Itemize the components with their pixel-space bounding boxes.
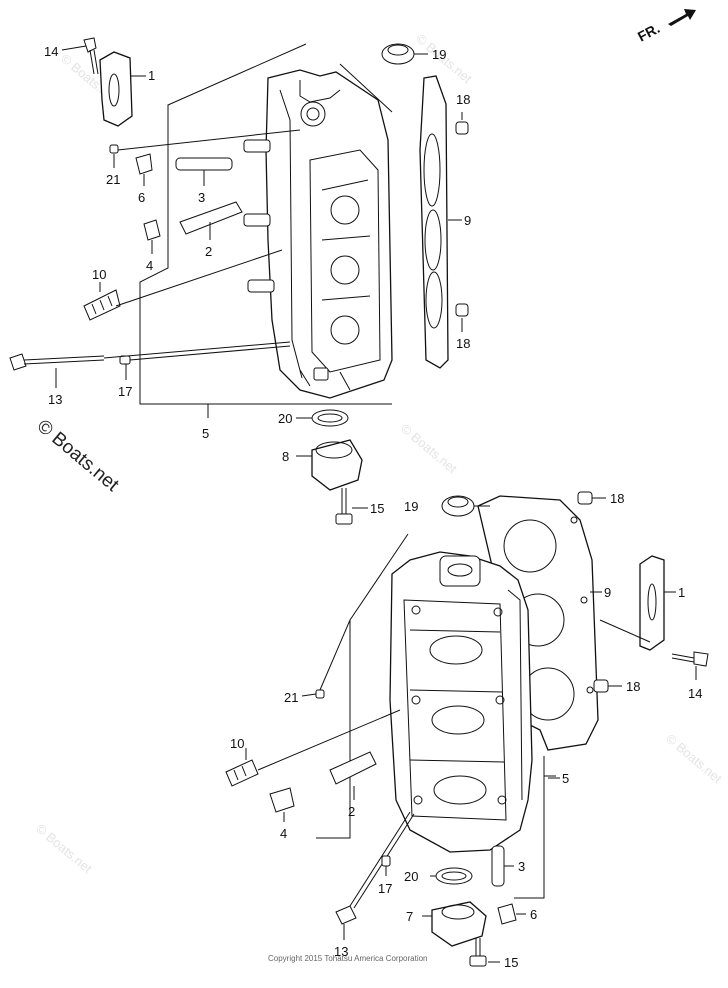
- guide-2-lower: [329, 751, 377, 785]
- plug-4-upper: [143, 219, 161, 241]
- part-label-19: 19: [432, 47, 446, 62]
- copyright-text: Copyright 2015 Tohatsu America Corporati…: [268, 954, 428, 963]
- bolt-14-lower: [671, 651, 709, 667]
- part-label-4: 4: [280, 826, 287, 841]
- part-label-1: 1: [148, 68, 155, 83]
- plug-6-upper: [135, 153, 153, 175]
- part-label-5: 5: [202, 426, 209, 441]
- watermark-text: © Boats.net: [663, 731, 725, 787]
- part-label-15: 15: [370, 501, 384, 516]
- bolt-15-lower: [469, 938, 487, 967]
- part-label-21: 21: [284, 690, 298, 705]
- bolt-13-upper: [9, 353, 105, 371]
- bolt-15-upper: [335, 488, 353, 525]
- lower-assembly: 19 18 9 1 18 14 21 10 5 2 4 3 20 17 7 6 …: [225, 491, 709, 970]
- housing-7-lower: [431, 901, 487, 947]
- part-label-2: 2: [205, 244, 212, 259]
- leader-lines-upper: [55, 45, 463, 509]
- part-label-17: 17: [118, 384, 132, 399]
- part-label-14: 14: [44, 44, 58, 59]
- oil-seal-19-upper: [381, 43, 415, 65]
- part-label-2: 2: [348, 804, 355, 819]
- guide-2-upper: [179, 201, 243, 235]
- watermark-text: © Boats.net: [398, 421, 460, 477]
- part-label-9: 9: [464, 213, 471, 228]
- part-label-20: 20: [278, 411, 292, 426]
- guide-3-upper: [175, 157, 233, 171]
- leader-lines-lower: [245, 497, 697, 963]
- dowel-pin-18-upper-b: [455, 303, 469, 317]
- pin-21-upper: [109, 144, 119, 154]
- housing-8-upper: [311, 439, 363, 491]
- part-label-18: 18: [456, 92, 470, 107]
- part-label-13: 13: [334, 944, 348, 959]
- part-label-9: 9: [604, 585, 611, 600]
- pin-17-upper: [119, 355, 131, 365]
- dowel-pin-18-lower-b: [593, 679, 609, 693]
- o-ring-20-upper: [311, 409, 349, 427]
- plug-6-lower: [497, 903, 517, 925]
- part-label-10: 10: [92, 267, 106, 282]
- part-label-1: 1: [678, 585, 685, 600]
- part-label-3: 3: [518, 859, 525, 874]
- arrow-icon: [668, 9, 696, 26]
- part-label-10: 10: [230, 736, 244, 751]
- bolt-13-lower: [335, 811, 415, 925]
- part-label-5: 5: [562, 771, 569, 786]
- part-label-18: 18: [456, 336, 470, 351]
- pin-17-lower: [381, 855, 391, 867]
- front-direction-indicator: FR.: [635, 9, 696, 45]
- spring-10-lower: [225, 759, 259, 787]
- part-label-18: 18: [610, 491, 624, 506]
- part-label-18: 18: [626, 679, 640, 694]
- upper-assembly: 14 1 19 18 21 6 3 9 2 4 10 18 13 17 5 20…: [9, 37, 471, 525]
- o-ring-20-lower: [435, 867, 473, 885]
- part-label-13: 13: [48, 392, 62, 407]
- part-label-14: 14: [688, 686, 702, 701]
- part-label-3: 3: [198, 190, 205, 205]
- direction-text: FR.: [635, 20, 662, 45]
- part-label-20: 20: [404, 869, 418, 884]
- pin-21-lower: [315, 689, 325, 699]
- part-label-15: 15: [504, 955, 518, 970]
- guide-3-lower: [491, 845, 505, 887]
- part-label-6: 6: [530, 907, 537, 922]
- part-label-7: 7: [406, 909, 413, 924]
- part-label-21: 21: [106, 172, 120, 187]
- oil-seal-19-lower: [441, 495, 475, 517]
- part-label-6: 6: [138, 190, 145, 205]
- dowel-pin-18-lower-a: [577, 491, 593, 505]
- boats-net-watermark: © Boats.net: [33, 416, 123, 497]
- part-label-8: 8: [282, 449, 289, 464]
- bolt-14-upper: [83, 37, 99, 75]
- part-label-17: 17: [378, 881, 392, 896]
- dowel-pin-18-upper-a: [455, 121, 469, 135]
- head-gasket-upper: [419, 75, 449, 369]
- plug-4-lower: [269, 787, 295, 813]
- part-label-19: 19: [404, 499, 418, 514]
- cylinder-head-upper: [243, 69, 393, 399]
- cylinder-head-lower: [389, 551, 533, 853]
- bracket-1-lower: [639, 555, 665, 651]
- watermark-text: © Boats.net: [33, 821, 95, 877]
- part-label-4: 4: [146, 258, 153, 273]
- bracket-1-upper: [99, 51, 133, 127]
